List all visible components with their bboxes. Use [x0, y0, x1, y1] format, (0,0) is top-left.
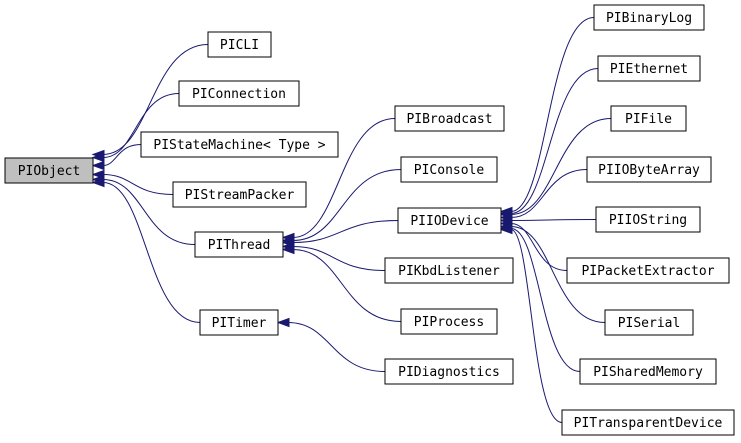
- node-pisharedmemory[interactable]: PISharedMemory: [579, 358, 717, 385]
- node-picli[interactable]: PICLI: [207, 31, 272, 58]
- node-label-pistatemachine: PIStateMachine< Type >: [153, 138, 325, 153]
- arrowhead-pitransparentdevice-to-piiodevice: [499, 224, 513, 235]
- edge-pistatemachine-to-piobject: [102, 144, 142, 166]
- arrowhead-pistatemachine-to-piobject: [91, 160, 105, 171]
- edge-piiobytearray-to-piiodevice: [510, 169, 588, 218]
- edge-pitransparentdevice-to-piiodevice: [510, 229, 563, 423]
- node-label-pipacketextractor: PIPacketExtractor: [581, 264, 714, 279]
- node-piconsole[interactable]: PIConsole: [400, 156, 498, 183]
- edges-layer: [91, 17, 612, 423]
- node-label-picli: PICLI: [220, 38, 259, 53]
- edge-piprocess-to-pithread: [292, 249, 402, 322]
- edge-pisharedmemory-to-piiodevice: [510, 228, 581, 372]
- node-label-pithread: PIThread: [208, 238, 271, 253]
- node-pidiagnostics[interactable]: PIDiagnostics: [384, 358, 514, 385]
- edge-piiodevice-to-pithread: [292, 220, 399, 243]
- node-label-piiobytearray: PIIOByteArray: [598, 163, 700, 178]
- node-pitimer[interactable]: PITimer: [199, 309, 279, 336]
- node-label-piconnection: PIConnection: [192, 87, 286, 102]
- node-pistreampacker[interactable]: PIStreamPacker: [172, 181, 307, 208]
- node-label-piiodevice: PIIODevice: [410, 214, 488, 229]
- node-label-pitimer: PITimer: [212, 316, 267, 331]
- edge-piiostring-to-piiodevice: [510, 219, 597, 221]
- edge-piconnection-to-piobject: [102, 93, 180, 158]
- node-label-piobject: PIObject: [18, 164, 81, 179]
- node-label-pidiagnostics: PIDiagnostics: [398, 365, 500, 380]
- node-piconnection[interactable]: PIConnection: [178, 80, 300, 107]
- node-pithread[interactable]: PIThread: [194, 231, 284, 258]
- node-pikbdlistener[interactable]: PIKbdListener: [384, 257, 514, 284]
- edge-pibinarylog-to-piiodevice: [510, 17, 595, 212]
- edge-piconsole-to-pithread: [292, 169, 402, 241]
- node-label-pibinarylog: PIBinaryLog: [606, 11, 692, 26]
- node-piiostring[interactable]: PIIOString: [595, 206, 701, 233]
- node-pipacketextractor[interactable]: PIPacketExtractor: [566, 257, 730, 284]
- node-pibroadcast[interactable]: PIBroadcast: [394, 105, 505, 132]
- arrowhead-pidiagnostics-to-pitimer: [276, 317, 290, 328]
- edge-picli-to-piobject: [102, 44, 209, 155]
- node-piiobytearray[interactable]: PIIOByteArray: [586, 156, 712, 183]
- nodes-layer: PIObject PICLI PIConnection PIStateMachi…: [4, 4, 735, 436]
- node-label-pisharedmemory: PISharedMemory: [593, 365, 703, 380]
- edge-pidiagnostics-to-pitimer: [287, 322, 386, 372]
- node-pistatemachine[interactable]: PIStateMachine< Type >: [140, 131, 339, 158]
- node-pifile[interactable]: PIFile: [610, 105, 687, 132]
- node-label-pifile: PIFile: [625, 112, 672, 127]
- node-piethernet[interactable]: PIEthernet: [597, 55, 701, 82]
- edge-piethernet-to-piiodevice: [510, 68, 599, 214]
- node-label-pitransparentdevice: PITransparentDevice: [574, 416, 723, 431]
- edge-pitimer-to-piobject: [102, 182, 201, 323]
- edge-pikbdlistener-to-pithread: [292, 246, 386, 271]
- node-piiodevice[interactable]: PIIODevice: [397, 207, 502, 234]
- node-piprocess[interactable]: PIProcess: [400, 308, 498, 335]
- edge-pibroadcast-to-pithread: [292, 118, 396, 238]
- edge-pithread-to-piobject: [102, 179, 196, 245]
- edge-piserial-to-piiodevice: [510, 226, 606, 323]
- arrowhead-pitimer-to-piobject: [91, 177, 105, 188]
- edge-pifile-to-piiodevice: [510, 118, 612, 215]
- edge-pipacketextractor-to-piiodevice: [510, 223, 568, 271]
- node-label-pibroadcast: PIBroadcast: [406, 112, 492, 127]
- edge-pistreampacker-to-piobject: [102, 174, 174, 195]
- node-label-piethernet: PIEthernet: [610, 62, 688, 77]
- node-label-piprocess: PIProcess: [414, 315, 484, 330]
- node-piobject[interactable]: PIObject: [4, 157, 94, 184]
- node-piserial[interactable]: PISerial: [604, 309, 694, 336]
- node-pitransparentdevice[interactable]: PITransparentDevice: [561, 409, 735, 436]
- node-label-piiostring: PIIOString: [609, 213, 687, 228]
- node-label-piserial: PISerial: [618, 316, 681, 331]
- node-label-piconsole: PIConsole: [414, 163, 485, 178]
- node-label-pikbdlistener: PIKbdListener: [398, 264, 500, 279]
- arrowhead-piprocess-to-pithread: [281, 244, 295, 255]
- node-pibinarylog[interactable]: PIBinaryLog: [593, 4, 705, 31]
- node-label-pistreampacker: PIStreamPacker: [185, 188, 295, 203]
- arrowhead-piconnection-to-piobject: [91, 152, 105, 163]
